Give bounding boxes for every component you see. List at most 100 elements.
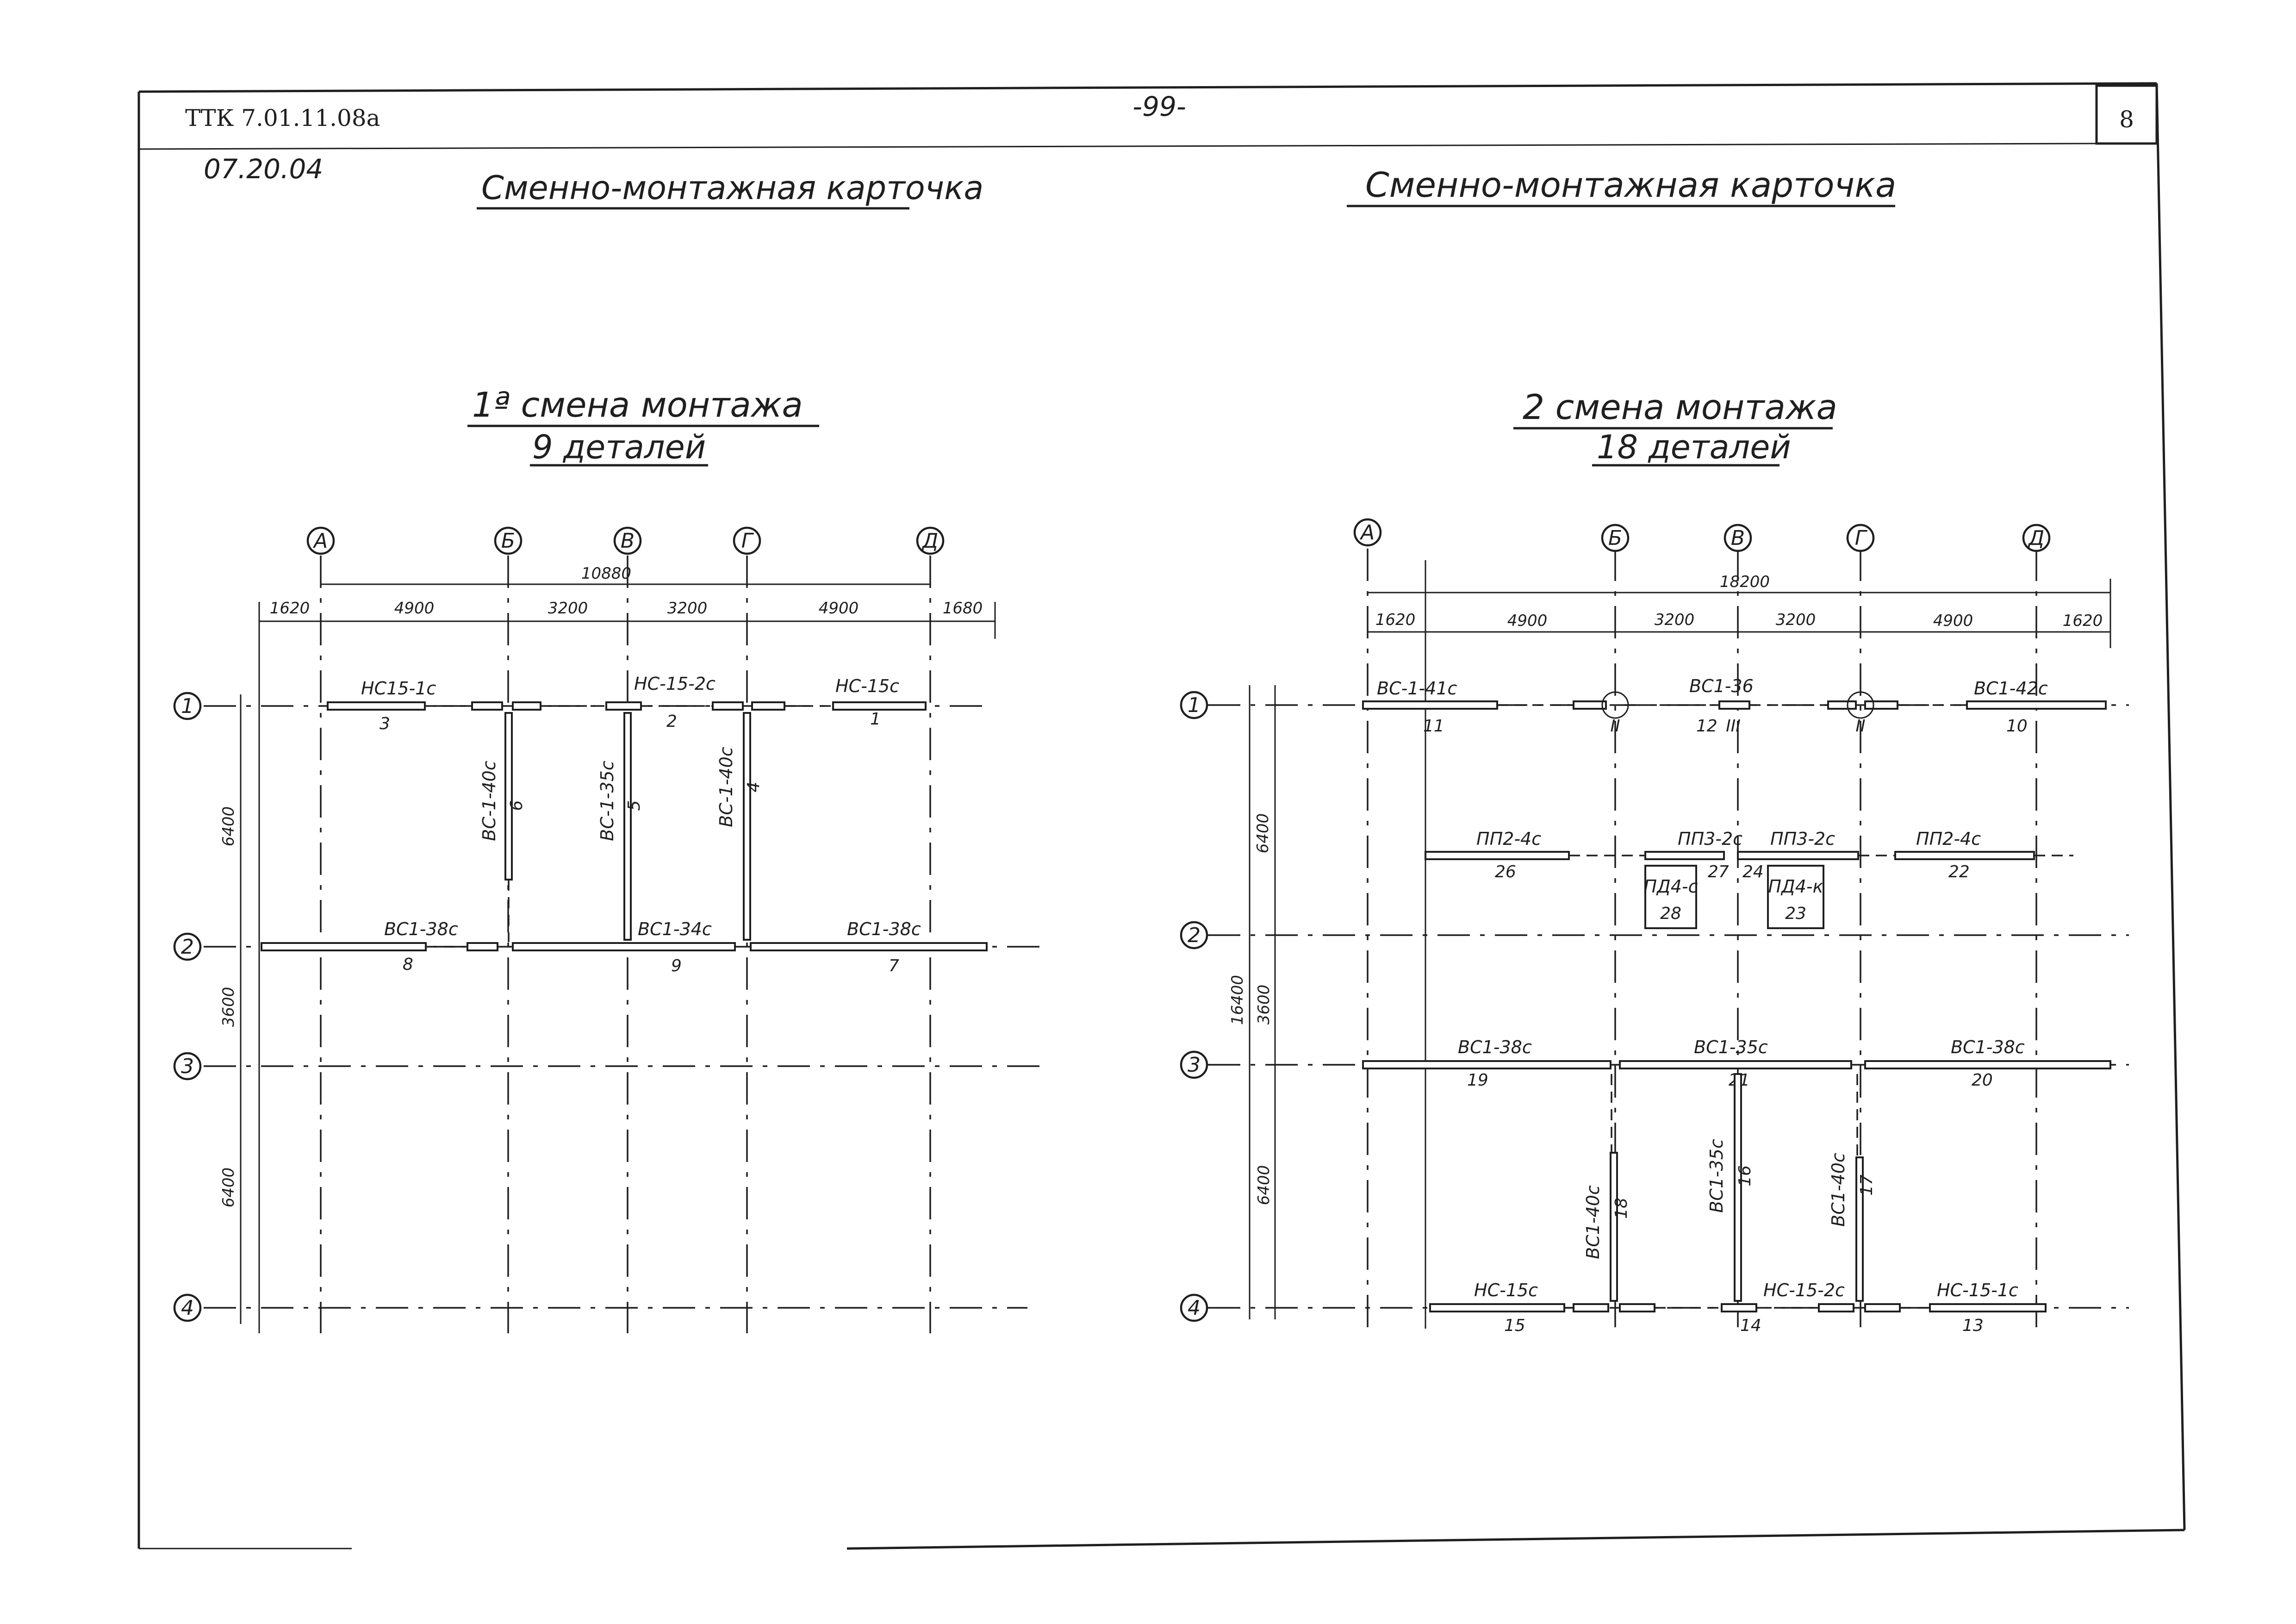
element-mark: ВС-1-41с xyxy=(1377,678,1457,699)
right-row-bubbles: 1 2 3 4 xyxy=(1180,691,1208,1322)
axis-label-d: Д xyxy=(921,529,938,553)
element-mark: ВС1-40с xyxy=(1828,1153,1848,1227)
right-vertical-beams: ВС1-40с 18 ВС1-35с 16 ВС1-40с 17 xyxy=(1583,1073,1876,1302)
right-row3-elements: ВС1-38с 19 ВС1-35с 21 ВС1-38с 20 xyxy=(1362,1037,2111,1090)
axis-label-g: Г xyxy=(741,529,754,553)
element-number: 28 xyxy=(1660,904,1681,923)
element-number: 15 xyxy=(1504,1316,1525,1335)
left-col-dim-3: 3200 xyxy=(548,599,588,618)
element-number: 4 xyxy=(744,782,763,793)
right-row-dim-1: 6400 xyxy=(1254,813,1272,854)
left-row2-elements: ВС1-38с 8 ВС1-34с 9 ВС1-38с 7 xyxy=(261,919,988,975)
element-number: 1 xyxy=(870,710,881,729)
element-mark: ВС1-42с xyxy=(1974,678,2048,699)
axis-label-g: Г xyxy=(1855,526,1868,550)
element-number: 19 xyxy=(1467,1071,1488,1090)
right-row-dim-2: 3600 xyxy=(1255,985,1273,1025)
left-col-dim-5: 4900 xyxy=(819,599,859,618)
sheet-number: 8 xyxy=(2119,106,2134,133)
axis-bubble-3 xyxy=(173,1052,202,1081)
left-col-dim-4: 3200 xyxy=(667,599,708,618)
axis-bubble-a xyxy=(1353,518,1382,547)
element-number: 6 xyxy=(507,800,526,811)
element-number: II xyxy=(1610,717,1620,736)
right-card-title: Сменно-монтажная карточка xyxy=(1365,165,1896,205)
element-mark: ВС1-35с xyxy=(1706,1139,1727,1213)
axis-bubble-b xyxy=(494,526,523,555)
element-number: 24 xyxy=(1742,862,1764,881)
element-number: 27 xyxy=(1708,862,1729,881)
left-shift-title: 1ª смена монтажа xyxy=(472,385,803,425)
element-mark: ПП3-2с xyxy=(1770,829,1835,849)
right-parts-count: 18 деталей xyxy=(1597,428,1791,466)
axis-label-2: 2 xyxy=(181,935,194,959)
axis-label-1: 1 xyxy=(181,694,194,718)
right-dimensions: 18200 1620 4900 3200 3200 4900 1620 6400… xyxy=(1228,560,2111,1329)
element-mark: ВС1-35с xyxy=(1694,1037,1768,1057)
left-dimensions: 10880 1620 4900 3200 3200 4900 1680 6400… xyxy=(219,564,996,1333)
element-number: 10 xyxy=(2006,717,2028,736)
right-col-bubbles: А Б В Г Д xyxy=(1353,518,2051,552)
left-col-bubbles: А Б В Г Д xyxy=(306,526,945,555)
left-card: Сменно-монтажная карточка 1ª смена монта… xyxy=(173,169,1041,1333)
left-row-dim-2: 3600 xyxy=(219,987,238,1027)
axis-label-v: В xyxy=(1731,526,1745,550)
right-row4-elements: НС-15с 15 НС-15-2с 14 НС-15-1с 13 xyxy=(1429,1280,2047,1335)
axis-label-4: 4 xyxy=(1188,1296,1201,1320)
left-card-title: Сменно-монтажная карточка xyxy=(481,169,983,207)
element-mark: НС-15-1с xyxy=(1937,1280,2018,1300)
axis-label-2: 2 xyxy=(1188,924,1201,947)
element-number: 8 xyxy=(403,955,413,974)
axis-label-v: В xyxy=(621,529,635,553)
right-col-dim-1: 1620 xyxy=(1375,611,1416,629)
element-number: 26 xyxy=(1495,862,1516,881)
axis-bubble-b xyxy=(1601,524,1630,552)
right-slab-elements: ПП2-4с 26 ПП3-2с 27 ПП3-2с 24 ПП2-4с 22 … xyxy=(1425,829,2073,929)
right-col-dim-4: 3200 xyxy=(1776,611,1816,629)
right-shift-title: 2 смена монтажа xyxy=(1523,387,1837,427)
element-mark: ВС1-38с xyxy=(1458,1037,1532,1057)
axis-label-d: Д xyxy=(2028,526,2044,550)
left-parts-count: 9 деталей xyxy=(532,428,706,466)
right-row1-elements: ВС-1-41с 11 ВС1-36 12 ВС1-42с 10 II III … xyxy=(1362,676,2107,736)
document-code: ТТК 7.01.11.08а xyxy=(185,105,380,131)
right-col-dim-5: 4900 xyxy=(1933,612,1973,630)
axis-bubble-d xyxy=(2022,524,2051,552)
element-mark: НС15-1с xyxy=(361,678,436,699)
axis-bubble-4 xyxy=(1180,1293,1208,1322)
axis-bubble-2 xyxy=(173,932,202,961)
element-mark: НС-15с xyxy=(835,676,899,696)
left-total-dimension: 10880 xyxy=(581,564,631,583)
axis-label-3: 3 xyxy=(181,1055,194,1078)
left-row-dim-3: 6400 xyxy=(219,1168,238,1208)
element-number: 17 xyxy=(1857,1174,1876,1196)
right-card: Сменно-монтажная карточка 2 смена монтаж… xyxy=(1180,165,2129,1335)
right-total-dimension: 18200 xyxy=(1720,573,1770,591)
element-number: 22 xyxy=(1948,862,1970,881)
element-number: 18 xyxy=(1612,1198,1631,1219)
left-col-dim-6: 1680 xyxy=(943,599,983,618)
element-number: 23 xyxy=(1785,904,1806,923)
element-number: 11 xyxy=(1423,717,1444,736)
axis-label-4: 4 xyxy=(181,1296,194,1320)
left-row-bubbles: 1 2 3 4 xyxy=(173,692,202,1322)
element-mark: ВС1-34с xyxy=(638,919,712,939)
axis-label-3: 3 xyxy=(1188,1053,1201,1077)
element-mark: ВС1-38с xyxy=(384,919,458,939)
element-mark: ВС1-38с xyxy=(1951,1037,2025,1057)
left-col-dim-1: 1620 xyxy=(270,599,310,618)
sheet-number-box: 8 xyxy=(2095,84,2158,145)
element-number: 20 xyxy=(1972,1071,1993,1090)
element-mark: НС-15с xyxy=(1474,1280,1538,1300)
element-mark: ПП2-4с xyxy=(1916,829,1981,849)
axis-label-b: Б xyxy=(501,529,515,553)
element-mark: НС-15-2с xyxy=(1763,1280,1845,1300)
element-mark: ПП3-2с xyxy=(1678,829,1742,849)
element-number: 9 xyxy=(671,956,682,975)
axis-bubble-3 xyxy=(1180,1050,1208,1079)
page-number: -99- xyxy=(1132,91,1186,122)
element-mark: ВС-1-40с xyxy=(716,747,736,827)
element-number: III xyxy=(1726,717,1741,736)
element-number: 5 xyxy=(625,800,644,811)
element-number: 14 xyxy=(1740,1316,1761,1335)
